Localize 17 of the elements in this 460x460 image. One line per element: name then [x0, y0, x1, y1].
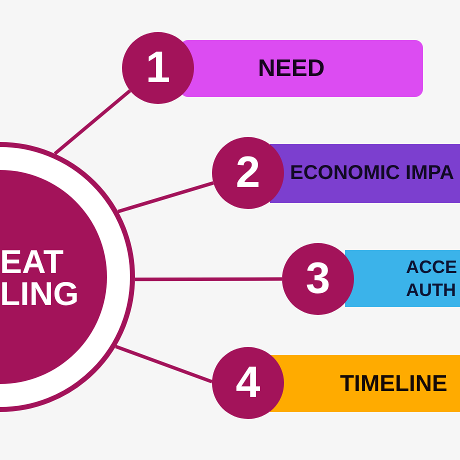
step-label: TIMELINE	[340, 369, 448, 398]
label-bar	[345, 250, 460, 307]
step-label: ECONOMIC IMPA	[290, 161, 456, 186]
label-bar	[270, 355, 460, 412]
step-number: 1	[146, 46, 170, 90]
label-bar	[270, 144, 460, 203]
step-label: ACCE AUTH	[406, 256, 458, 301]
step-number: 3	[306, 257, 330, 301]
step-number: 2	[236, 151, 260, 195]
connector-line	[115, 344, 213, 384]
step-label: NEED	[258, 54, 326, 84]
connector-line	[54, 89, 132, 156]
connector-line	[134, 277, 282, 282]
connector-line	[118, 181, 214, 214]
hub-title: EAT LING	[0, 246, 80, 310]
label-bar	[180, 40, 423, 97]
step-number: 4	[236, 361, 260, 405]
